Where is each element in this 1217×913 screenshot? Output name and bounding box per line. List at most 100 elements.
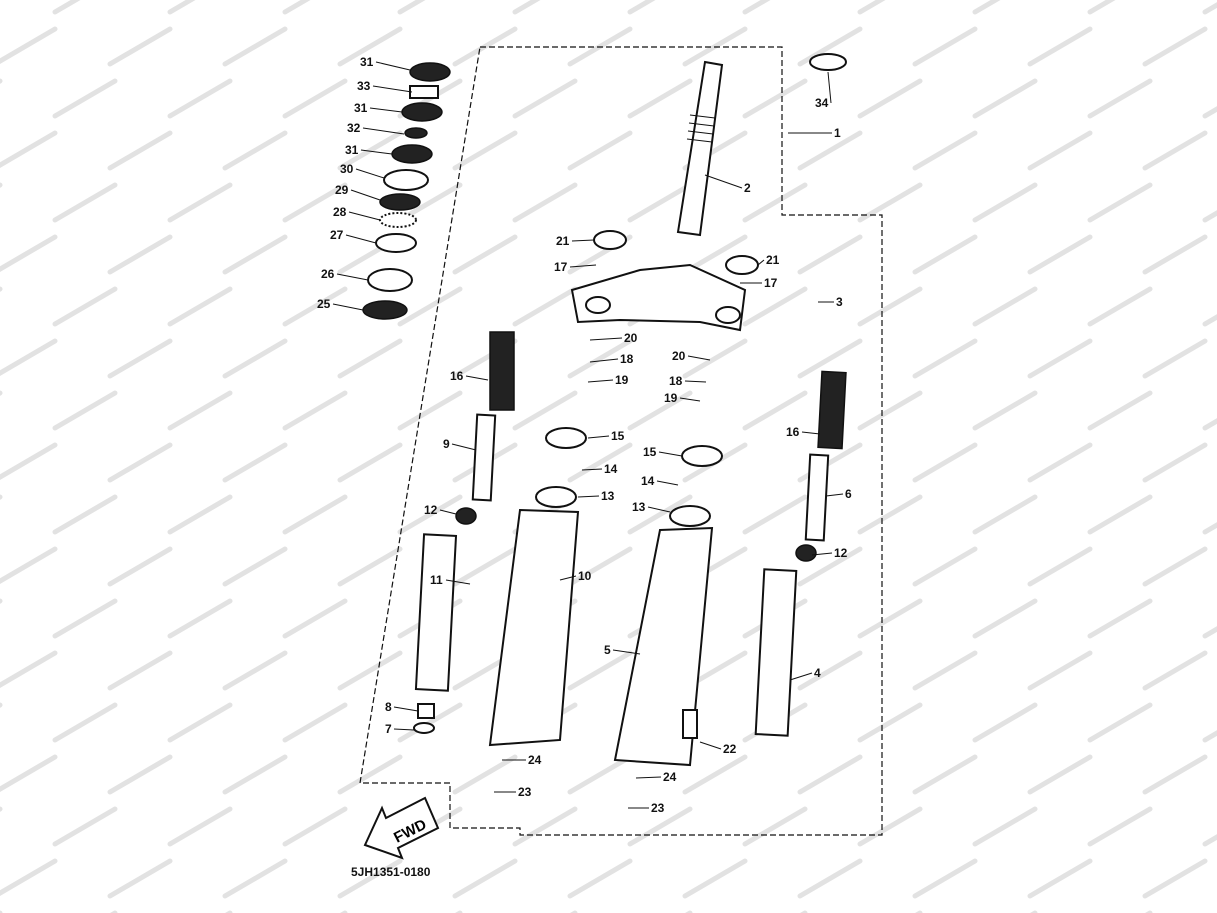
watermark-mark	[397, 286, 463, 327]
leader-line	[587, 435, 610, 439]
leader-line	[658, 451, 683, 457]
watermark-mark	[627, 182, 693, 223]
callout-label-28: 28	[333, 205, 347, 219]
bearing-stack	[362, 53, 847, 320]
watermark-mark	[0, 442, 58, 480]
watermark-mark	[52, 494, 118, 535]
leader-line	[577, 495, 600, 498]
leader-line	[699, 741, 722, 750]
watermark-mark	[857, 390, 923, 431]
watermark-mark	[167, 702, 233, 743]
callout-label-9: 9	[443, 437, 450, 451]
watermark-mark	[857, 286, 923, 327]
watermark-mark	[397, 494, 463, 535]
watermark-mark	[167, 0, 196, 15]
leader-line	[589, 337, 623, 341]
watermark-mark	[912, 26, 978, 67]
watermark-mark	[452, 546, 518, 587]
watermark-mark	[1027, 650, 1093, 691]
leader-line	[348, 211, 381, 221]
watermark-mark	[397, 390, 463, 431]
watermark-mark	[0, 650, 58, 688]
watermark-mark	[742, 806, 808, 847]
leader-line	[393, 728, 415, 731]
watermark-mark	[107, 338, 173, 379]
leader-line	[439, 509, 457, 515]
leader-line	[332, 303, 364, 311]
watermark-mark	[452, 130, 518, 171]
watermark-mark	[567, 754, 633, 795]
watermark-mark	[1142, 338, 1208, 379]
watermark-mark	[282, 286, 348, 327]
watermark-mark	[337, 26, 403, 67]
callout-label-32: 32	[347, 121, 361, 135]
watermark-mark	[1202, 2, 1217, 15]
leader-line	[635, 776, 662, 779]
watermark-mark	[972, 806, 1038, 847]
watermark-mark	[857, 806, 923, 847]
watermark-mark	[52, 598, 118, 639]
callout-label-13: 13	[601, 489, 615, 503]
watermark-mark	[0, 546, 58, 584]
watermark-mark	[627, 390, 693, 431]
watermark-mark	[52, 702, 118, 743]
watermark-mark	[627, 806, 693, 847]
callout-label-19: 19	[615, 373, 629, 387]
watermark-mark	[52, 286, 118, 327]
watermark-mark	[857, 494, 923, 535]
watermark-mark	[107, 130, 173, 171]
watermark-mark	[337, 754, 403, 795]
callout-label-15: 15	[643, 445, 657, 459]
watermark-mark	[1142, 234, 1208, 275]
watermark-mark	[972, 494, 1038, 535]
watermark-mark	[682, 234, 748, 275]
watermark-mark	[1142, 754, 1208, 795]
left-fork	[413, 331, 587, 747]
watermark-mark	[167, 390, 233, 431]
watermark-mark	[567, 650, 633, 691]
watermark-mark	[167, 598, 233, 639]
watermark-mark	[1142, 650, 1208, 691]
leader-line	[612, 649, 641, 655]
leader-line	[451, 443, 477, 451]
callout-label-24: 24	[528, 753, 542, 767]
watermark-mark	[1087, 598, 1153, 639]
watermark-mark	[1027, 338, 1093, 379]
watermark-mark	[107, 754, 173, 795]
watermark-mark	[912, 546, 978, 587]
leader-line	[336, 273, 369, 281]
watermark-mark	[222, 546, 288, 587]
leader-line	[656, 480, 679, 486]
watermark-mark	[282, 0, 311, 15]
watermark-mark	[797, 858, 863, 899]
callout-label-6: 6	[845, 487, 852, 501]
callout-label-12: 12	[834, 546, 848, 560]
watermark-mark	[567, 130, 633, 171]
watermark-mark	[857, 78, 923, 119]
callout-label-31: 31	[360, 55, 374, 69]
watermark-mark	[167, 286, 233, 327]
watermark-mark	[1202, 834, 1217, 847]
watermark-mark	[337, 650, 403, 691]
callout-label-33: 33	[357, 79, 371, 93]
watermark-mark	[107, 442, 173, 483]
leader-line	[687, 355, 711, 361]
callout-label-27: 27	[330, 228, 344, 242]
watermark-mark	[0, 754, 58, 792]
callout-label-21: 21	[766, 253, 780, 267]
watermark-mark	[52, 390, 118, 431]
watermark-mark	[1087, 494, 1153, 535]
callout-label-17: 17	[764, 276, 778, 290]
watermark-mark	[797, 754, 863, 795]
callout-label-4: 4	[814, 666, 821, 680]
watermark-mark	[512, 0, 541, 15]
leader-line	[393, 706, 419, 712]
watermark-mark	[397, 0, 426, 15]
watermark-mark	[167, 182, 233, 223]
watermark-mark	[222, 234, 288, 275]
leader-line	[801, 431, 821, 435]
watermark-mark	[682, 754, 748, 795]
watermark-mark	[52, 0, 81, 15]
watermark-mark	[0, 234, 58, 272]
